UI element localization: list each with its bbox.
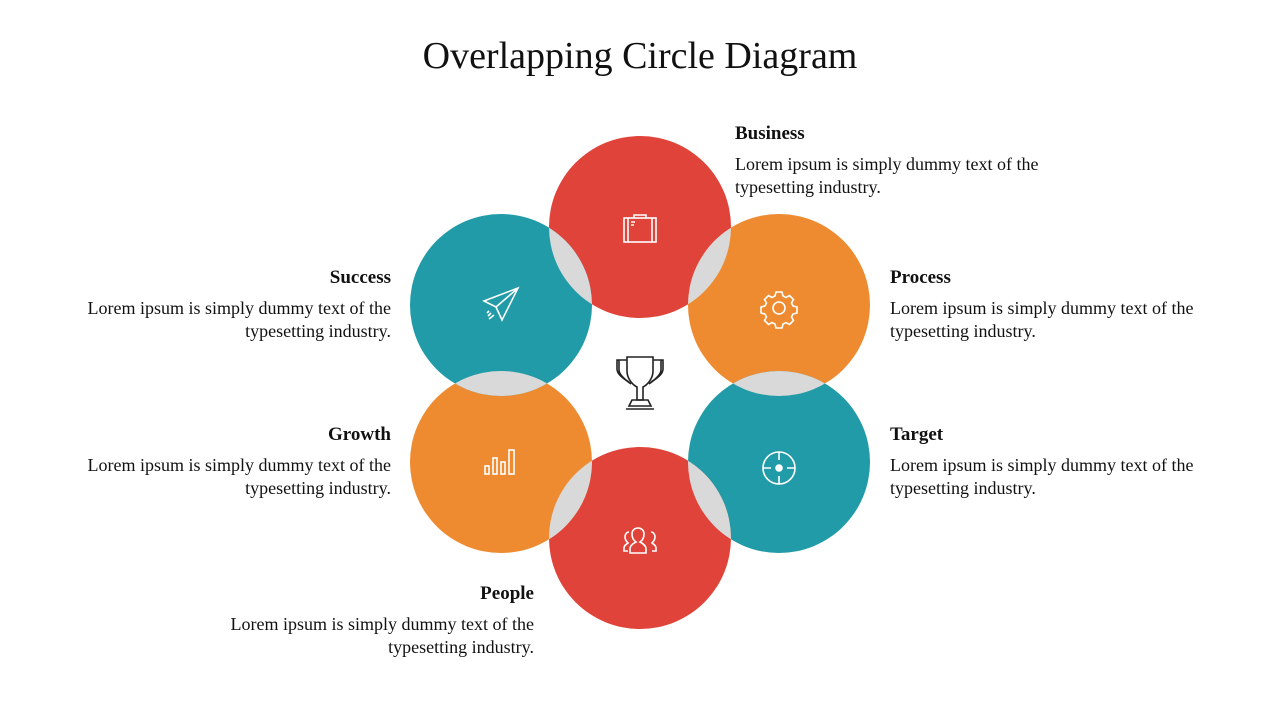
item-process: Process Lorem ipsum is simply dummy text… — [890, 267, 1200, 343]
page-title: Overlapping Circle Diagram — [422, 35, 858, 77]
circle-success — [410, 214, 592, 396]
item-growth: Growth Lorem ipsum is simply dummy text … — [81, 424, 391, 500]
item-people: People Lorem ipsum is simply dummy text … — [224, 583, 534, 659]
circle-process — [688, 214, 870, 396]
item-text: Lorem ipsum is simply dummy text of the … — [87, 298, 391, 341]
item-label: Business — [735, 123, 805, 144]
item-text: Lorem ipsum is simply dummy text of the … — [890, 298, 1194, 341]
item-target: Target Lorem ipsum is simply dummy text … — [890, 424, 1200, 500]
people-icon — [623, 527, 657, 554]
bar-chart-icon — [484, 449, 515, 475]
trophy-icon — [616, 356, 664, 410]
item-text: Lorem ipsum is simply dummy text of the … — [87, 455, 391, 498]
item-text: Lorem ipsum is simply dummy text of the … — [735, 154, 1039, 197]
item-business: Business Lorem ipsum is simply dummy tex… — [735, 123, 1045, 199]
item-label: Growth — [328, 424, 391, 445]
item-label: Success — [329, 267, 391, 288]
circle-people — [549, 447, 731, 629]
item-text: Lorem ipsum is simply dummy text of the … — [230, 614, 534, 657]
item-label: People — [480, 583, 534, 604]
item-label: Target — [890, 424, 944, 445]
circle-target — [688, 371, 870, 553]
circle-business — [549, 136, 731, 318]
briefcase-icon — [623, 214, 657, 243]
item-success: Success Lorem ipsum is simply dummy text… — [81, 267, 391, 343]
gear-icon — [760, 291, 798, 329]
item-text: Lorem ipsum is simply dummy text of the … — [890, 455, 1194, 498]
item-label: Process — [890, 267, 951, 288]
paper-plane-icon — [482, 286, 520, 322]
target-icon — [762, 451, 796, 485]
